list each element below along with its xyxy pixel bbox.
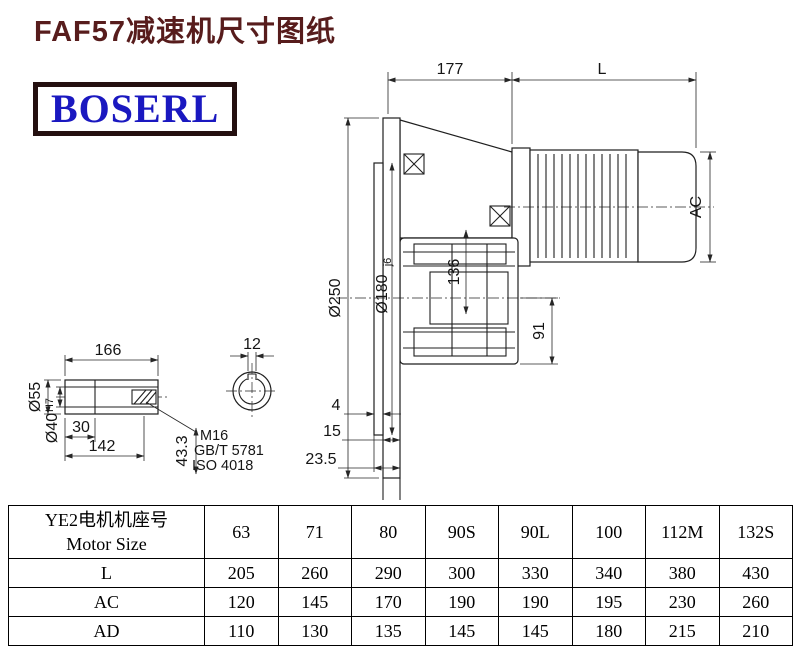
bolt-hole-marker-top (403, 153, 425, 175)
dimension-bore40: Ø40 H7 (44, 386, 65, 443)
table-cell: 130 (277, 616, 352, 646)
table-header-size: 80 (351, 505, 426, 559)
bolt-hole-marker-side (489, 205, 511, 227)
dimension-136: 136 (446, 229, 469, 315)
dim-od55-label: Ø55 (27, 382, 44, 412)
table-cell: 190 (498, 587, 573, 617)
dim-142-label: 142 (89, 438, 116, 455)
dim-12-label: 12 (243, 336, 261, 353)
motor-size-label-cn: YE2电机机座号 (45, 509, 168, 530)
dim-136-label: 136 (446, 259, 463, 286)
table-header-size: 71 (277, 505, 352, 559)
table-cell: 145 (498, 616, 573, 646)
dimension-L: L (511, 61, 697, 148)
table-header-size: 90S (424, 505, 499, 559)
table-cell: 190 (424, 587, 499, 617)
motor-cooling-fins (537, 154, 627, 258)
table-cell: 260 (718, 587, 793, 617)
thread-label: M16 (200, 428, 228, 444)
dim-4-label: 4 (332, 397, 341, 414)
dim-166-label: 166 (95, 342, 122, 359)
dim-L-label: L (598, 61, 607, 78)
dimension-166: 166 (64, 342, 159, 376)
dimension-flange-od: Ø250 (327, 117, 379, 479)
table-header-size: 90L (498, 505, 573, 559)
table-cell: 195 (571, 587, 646, 617)
dim-spigot-fit-label: j6 (382, 258, 394, 268)
dimension-AC: AC (688, 151, 716, 263)
dim-30-label: 30 (72, 419, 90, 436)
dim-15-label: 15 (323, 423, 341, 440)
table-header-size: 132S (718, 505, 793, 559)
table-cell: 260 (277, 558, 352, 588)
table-cell: 145 (277, 587, 352, 617)
boserl-logo: BOSERL (33, 82, 238, 136)
dimension-142: 142 (64, 416, 145, 461)
table-cell: 340 (571, 558, 646, 588)
dim-23-5-label: 23.5 (305, 451, 336, 468)
dimension-12: 12 (230, 336, 274, 371)
logo-text: BOSERL (51, 86, 220, 131)
hollow-shaft-detail (56, 379, 197, 433)
dimension-43-3: 43.3 (174, 427, 199, 475)
table-cell: 290 (351, 558, 426, 588)
dimension-spigot: Ø180 j6 (374, 162, 395, 436)
table-row-L: L 205 260 290 300 330 340 380 430 (8, 558, 793, 588)
table-cell: 120 (204, 587, 279, 617)
input-housing (399, 119, 513, 239)
table-cell: 180 (571, 616, 646, 646)
table-header-size: 112M (645, 505, 720, 559)
table-header-motor-size: YE2电机机座号 Motor Size (8, 505, 205, 559)
thread-section (131, 389, 157, 405)
motor-size-table: YE2电机机座号 Motor Size 63 71 80 90S 90L 100… (8, 505, 793, 646)
table-cell: 215 (645, 616, 720, 646)
dim-43-3-label: 43.3 (174, 435, 191, 466)
table-header-row: YE2电机机座号 Motor Size 63 71 80 90S 90L 100… (8, 505, 793, 559)
thread-callout: M16 GB/T 5781 ISO 4018 (192, 428, 264, 474)
dim-177-label: 177 (437, 61, 464, 78)
page-title: FAF57减速机尺寸图纸 (34, 16, 337, 48)
table-header-size: 63 (204, 505, 279, 559)
dim-bore40-label: Ø40 (44, 413, 61, 443)
table-cell: 380 (645, 558, 720, 588)
table-cell: 300 (424, 558, 499, 588)
row-label: AD (8, 616, 205, 646)
dim-spigot-label: Ø180 (374, 274, 391, 313)
dim-bore40-fit-label: H7 (44, 398, 56, 412)
dim-AC-label: AC (688, 196, 705, 218)
table-cell: 110 (204, 616, 279, 646)
gear-housing (399, 237, 519, 365)
table-cell: 205 (204, 558, 279, 588)
standard-iso-label: ISO 4018 (192, 458, 253, 474)
motor-size-label-en: Motor Size (66, 534, 147, 554)
table-header-size: 100 (571, 505, 646, 559)
table-cell: 170 (351, 587, 426, 617)
standard-gb-label: GB/T 5781 (194, 443, 264, 459)
dimension-30: 30 (64, 418, 96, 442)
row-label: AC (8, 587, 205, 617)
table-cell: 145 (424, 616, 499, 646)
shaft-end-view (226, 363, 278, 419)
table-row-AD: AD 110 130 135 145 145 180 215 210 (8, 616, 793, 646)
dimension-4: 4 (332, 397, 401, 417)
table-row-AC: AC 120 145 170 190 190 195 230 260 (8, 587, 793, 617)
dim-91-label: 91 (531, 322, 548, 340)
table-cell: 230 (645, 587, 720, 617)
table-cell: 330 (498, 558, 573, 588)
dimension-15: 15 (323, 423, 401, 443)
dim-flange-od-label: Ø250 (327, 278, 344, 317)
table-cell: 430 (718, 558, 793, 588)
dimension-od55: Ø55 (27, 379, 61, 415)
dimension-drawing: 177 L AC Ø250 Ø180 j6 136 (27, 61, 716, 500)
thread-leader-line (145, 401, 197, 433)
dimension-177: 177 (387, 61, 513, 144)
dimension-91: 91 (520, 297, 558, 365)
row-label: L (8, 558, 205, 588)
table-cell: 135 (351, 616, 426, 646)
dimension-23-5: 23.5 (305, 435, 401, 472)
table-cell: 210 (718, 616, 793, 646)
